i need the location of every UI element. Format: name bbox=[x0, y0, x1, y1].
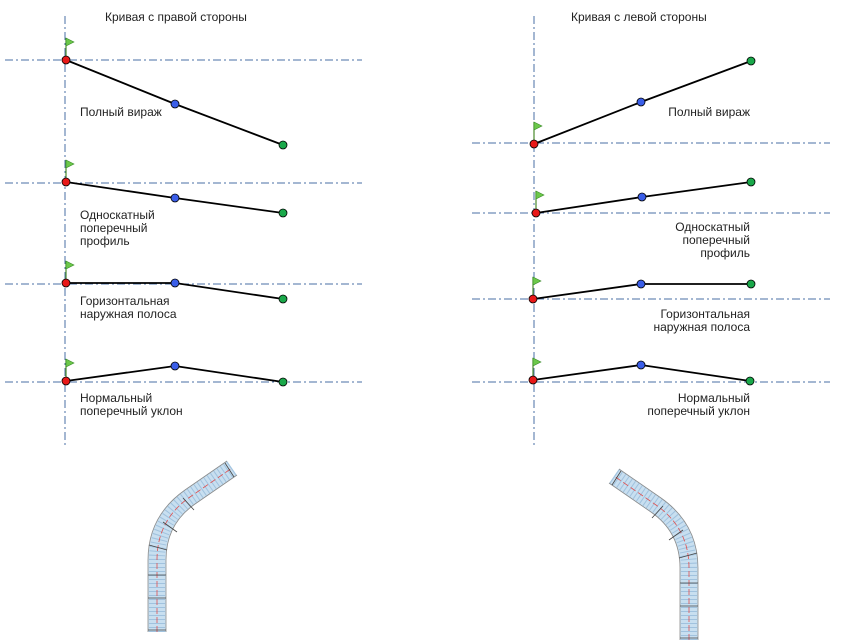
right-horizontal-outer: Горизонтальная наружная полоса bbox=[61, 260, 288, 321]
center-point bbox=[636, 360, 646, 370]
label-single-slope-3: профиль bbox=[700, 246, 750, 260]
pivot-point bbox=[61, 177, 71, 187]
label-normal-crown-1: Нормальный bbox=[80, 391, 152, 405]
pivot-point bbox=[528, 375, 538, 385]
label-normal-crown-2: поперечный уклон bbox=[647, 404, 750, 418]
pivot-point bbox=[61, 376, 71, 386]
right-single-slope: Односкатный поперечный профиль bbox=[61, 159, 288, 248]
edge-point bbox=[746, 279, 756, 289]
edge-point bbox=[746, 177, 756, 187]
center-point bbox=[170, 361, 180, 371]
plan-view-left-curve bbox=[608, 468, 699, 640]
right-normal-crown: Нормальный поперечный уклон bbox=[61, 358, 288, 418]
pivot-point bbox=[528, 294, 538, 304]
label-single-slope-2: поперечный bbox=[80, 221, 148, 235]
pivot-point bbox=[529, 139, 539, 149]
label-single-slope-1: Односкатный bbox=[80, 208, 155, 222]
pivot-point bbox=[61, 278, 71, 288]
label-horizontal-outer-2: наружная полоса bbox=[80, 307, 177, 321]
right-curve-title: Кривая с правой стороны bbox=[105, 10, 247, 24]
label-horizontal-outer-1: Горизонтальная bbox=[80, 294, 170, 308]
center-point bbox=[170, 99, 180, 109]
label-single-slope-1: Односкатный bbox=[675, 220, 750, 234]
left-normal-crown: Нормальный поперечный уклон bbox=[528, 357, 755, 418]
edge-point bbox=[278, 294, 288, 304]
label-horizontal-outer-2: наружная полоса bbox=[653, 320, 750, 334]
pivot-point bbox=[531, 208, 541, 218]
label-single-slope-2: поперечный bbox=[683, 233, 751, 247]
edge-point bbox=[745, 376, 755, 386]
edge-point bbox=[278, 377, 288, 387]
center-point bbox=[170, 278, 180, 288]
left-horizontal-outer: Горизонтальная наружная полоса bbox=[528, 276, 756, 334]
edge-point bbox=[278, 140, 288, 150]
edge-point bbox=[746, 56, 756, 66]
label-normal-crown-2: поперечный уклон bbox=[80, 404, 183, 418]
center-point bbox=[637, 192, 647, 202]
center-point bbox=[170, 193, 180, 203]
center-point bbox=[636, 279, 646, 289]
left-full-superelevation: Полный вираж bbox=[529, 56, 756, 149]
pivot-point bbox=[61, 55, 71, 65]
left-single-slope: Односкатный поперечный профиль bbox=[531, 177, 756, 260]
edge-point bbox=[278, 208, 288, 218]
label-full-super: Полный вираж bbox=[668, 105, 750, 119]
plan-view-right-curve bbox=[147, 460, 238, 632]
right-full-superelevation: Полный вираж bbox=[61, 37, 288, 150]
label-single-slope-3: профиль bbox=[80, 234, 130, 248]
center-point bbox=[636, 97, 646, 107]
label-normal-crown-1: Нормальный bbox=[678, 391, 750, 405]
left-curve-title: Кривая с левой стороны bbox=[571, 10, 707, 24]
label-horizontal-outer-1: Горизонтальная bbox=[660, 307, 750, 321]
label-full-super: Полный вираж bbox=[80, 105, 162, 119]
